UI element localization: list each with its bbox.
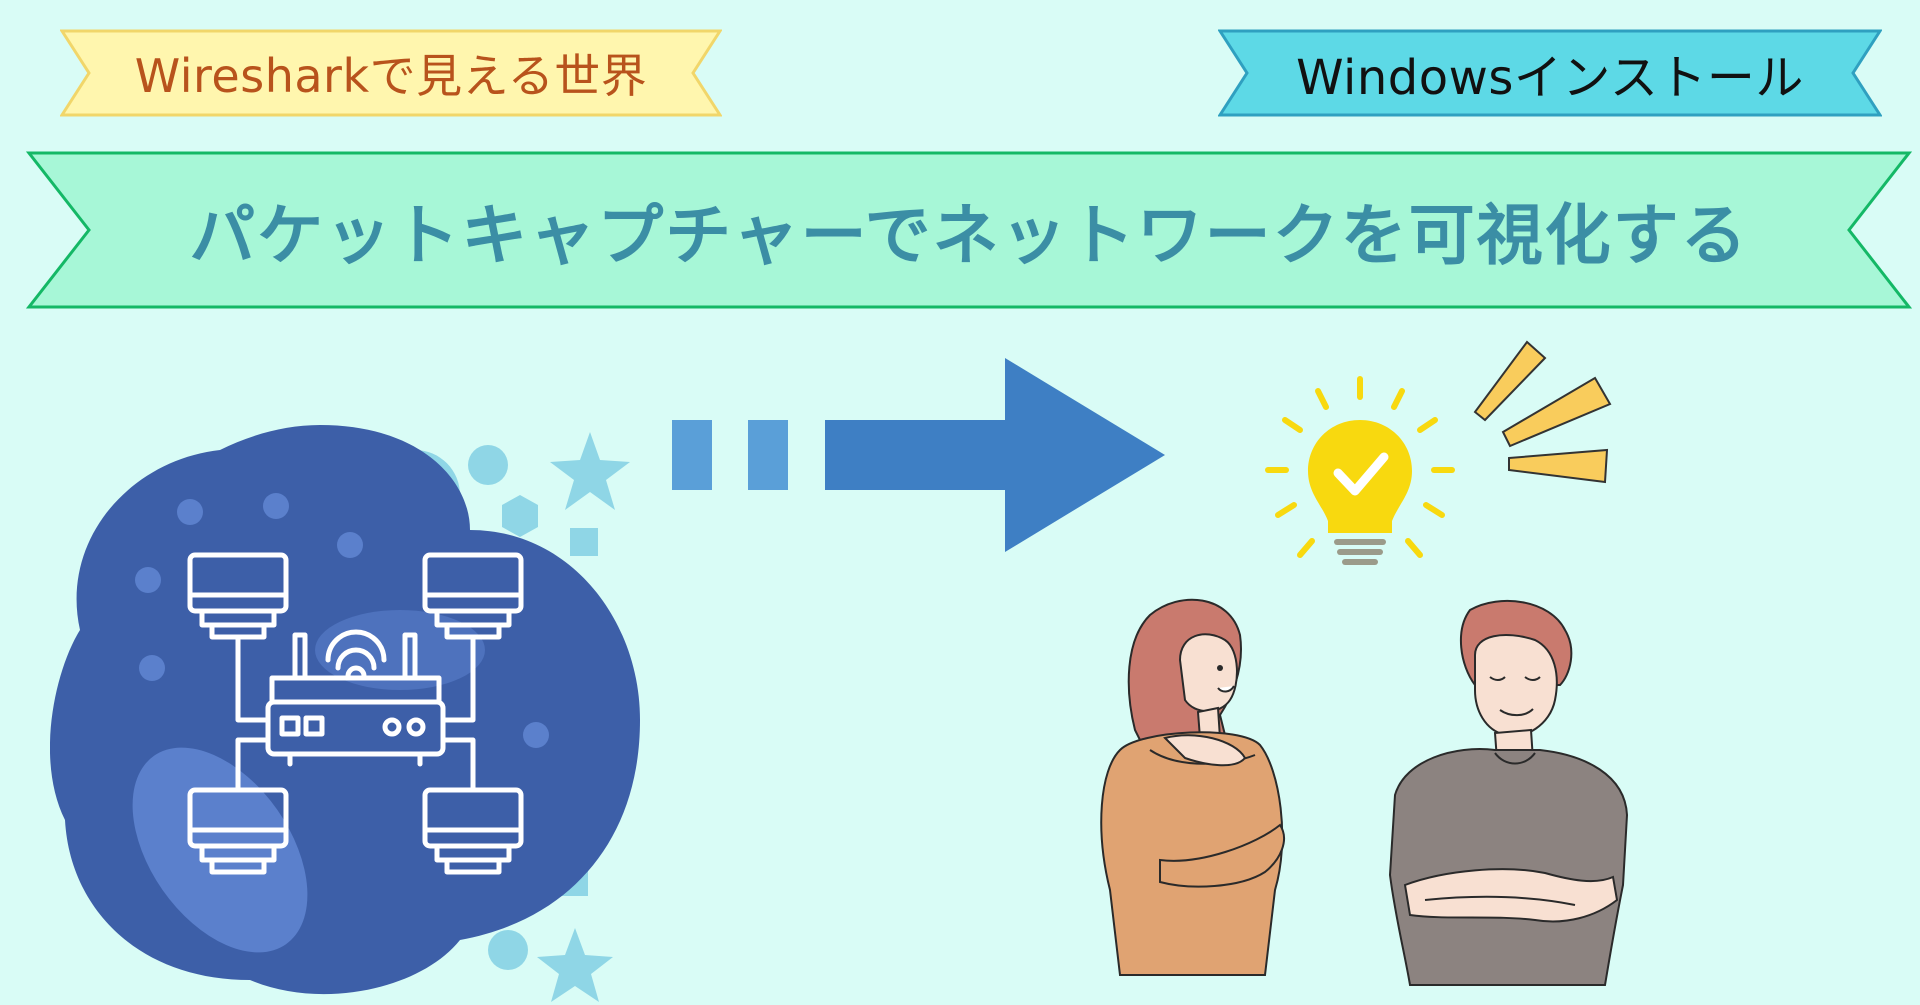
sparkle-lines-icon bbox=[1473, 340, 1612, 484]
star-icon bbox=[550, 432, 630, 510]
hexagon-icon bbox=[502, 495, 538, 537]
computer-icon bbox=[422, 552, 524, 640]
tag-wireshark-world: Wiresharkで見える世界 bbox=[60, 28, 722, 118]
tag-left-label: Wiresharkで見える世界 bbox=[134, 49, 648, 103]
main-banner-title: パケットキャプチャーでネットワークを可視化する bbox=[189, 197, 1749, 274]
network-blob bbox=[50, 425, 640, 995]
right-arrow-icon bbox=[672, 358, 1165, 552]
main-banner: パケットキャプチャーでネットワークを可視化する bbox=[26, 150, 1912, 310]
lightbulb-check-icon bbox=[1265, 376, 1455, 565]
computer-icon bbox=[422, 787, 524, 875]
computer-icon bbox=[187, 552, 289, 640]
network-router-icon bbox=[50, 425, 640, 1002]
tag-right-label: Windowsインストール bbox=[1296, 50, 1804, 106]
tag-windows-install: Windowsインストール bbox=[1218, 28, 1882, 118]
square-icon bbox=[570, 528, 598, 556]
tag-left-ribbon-shape bbox=[60, 29, 722, 117]
woman-thinking-illustration bbox=[1100, 598, 1285, 976]
star-icon bbox=[537, 928, 613, 1002]
decor-dot bbox=[488, 930, 528, 970]
tag-right-ribbon-shape bbox=[1218, 29, 1882, 117]
decor-dot bbox=[468, 445, 508, 485]
router-icon bbox=[265, 629, 446, 767]
man-crossed-arms-illustration bbox=[1388, 599, 1629, 986]
main-banner-shape bbox=[26, 151, 1912, 309]
